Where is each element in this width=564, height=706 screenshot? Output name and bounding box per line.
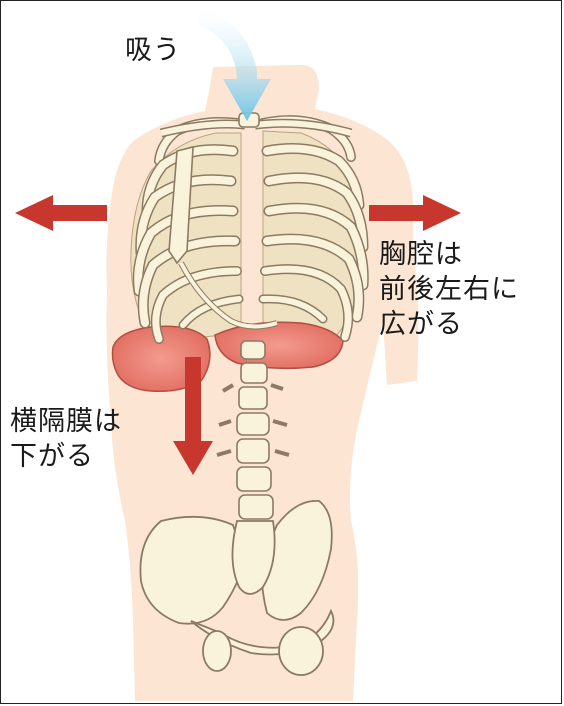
inhale-text: 吸う: [125, 35, 181, 66]
diaphragm-line-1: 横隔膜は: [10, 406, 122, 437]
chest-line-3: 広がる: [379, 309, 463, 340]
diaphragm-line-2: 下がる: [10, 441, 94, 472]
left-expansion-arrow: [15, 195, 107, 231]
right-expansion-arrow: [369, 195, 461, 231]
diaphragm-label: 横隔膜は 下がる: [10, 404, 122, 474]
rib-cage: [132, 115, 369, 344]
spine: [216, 112, 290, 520]
curved-down-arrow-icon: [199, 7, 271, 121]
left-right-arrow-icon: [15, 195, 461, 231]
chest-line-1: 胸腔は: [379, 239, 463, 270]
inhale-label: 吸う: [125, 33, 181, 68]
down-arrow-icon: [173, 357, 213, 475]
chest-label: 胸腔は 前後左右に 広がる: [379, 237, 519, 342]
chest-line-2: 前後左右に: [379, 274, 519, 305]
pelvis: [139, 500, 335, 676]
